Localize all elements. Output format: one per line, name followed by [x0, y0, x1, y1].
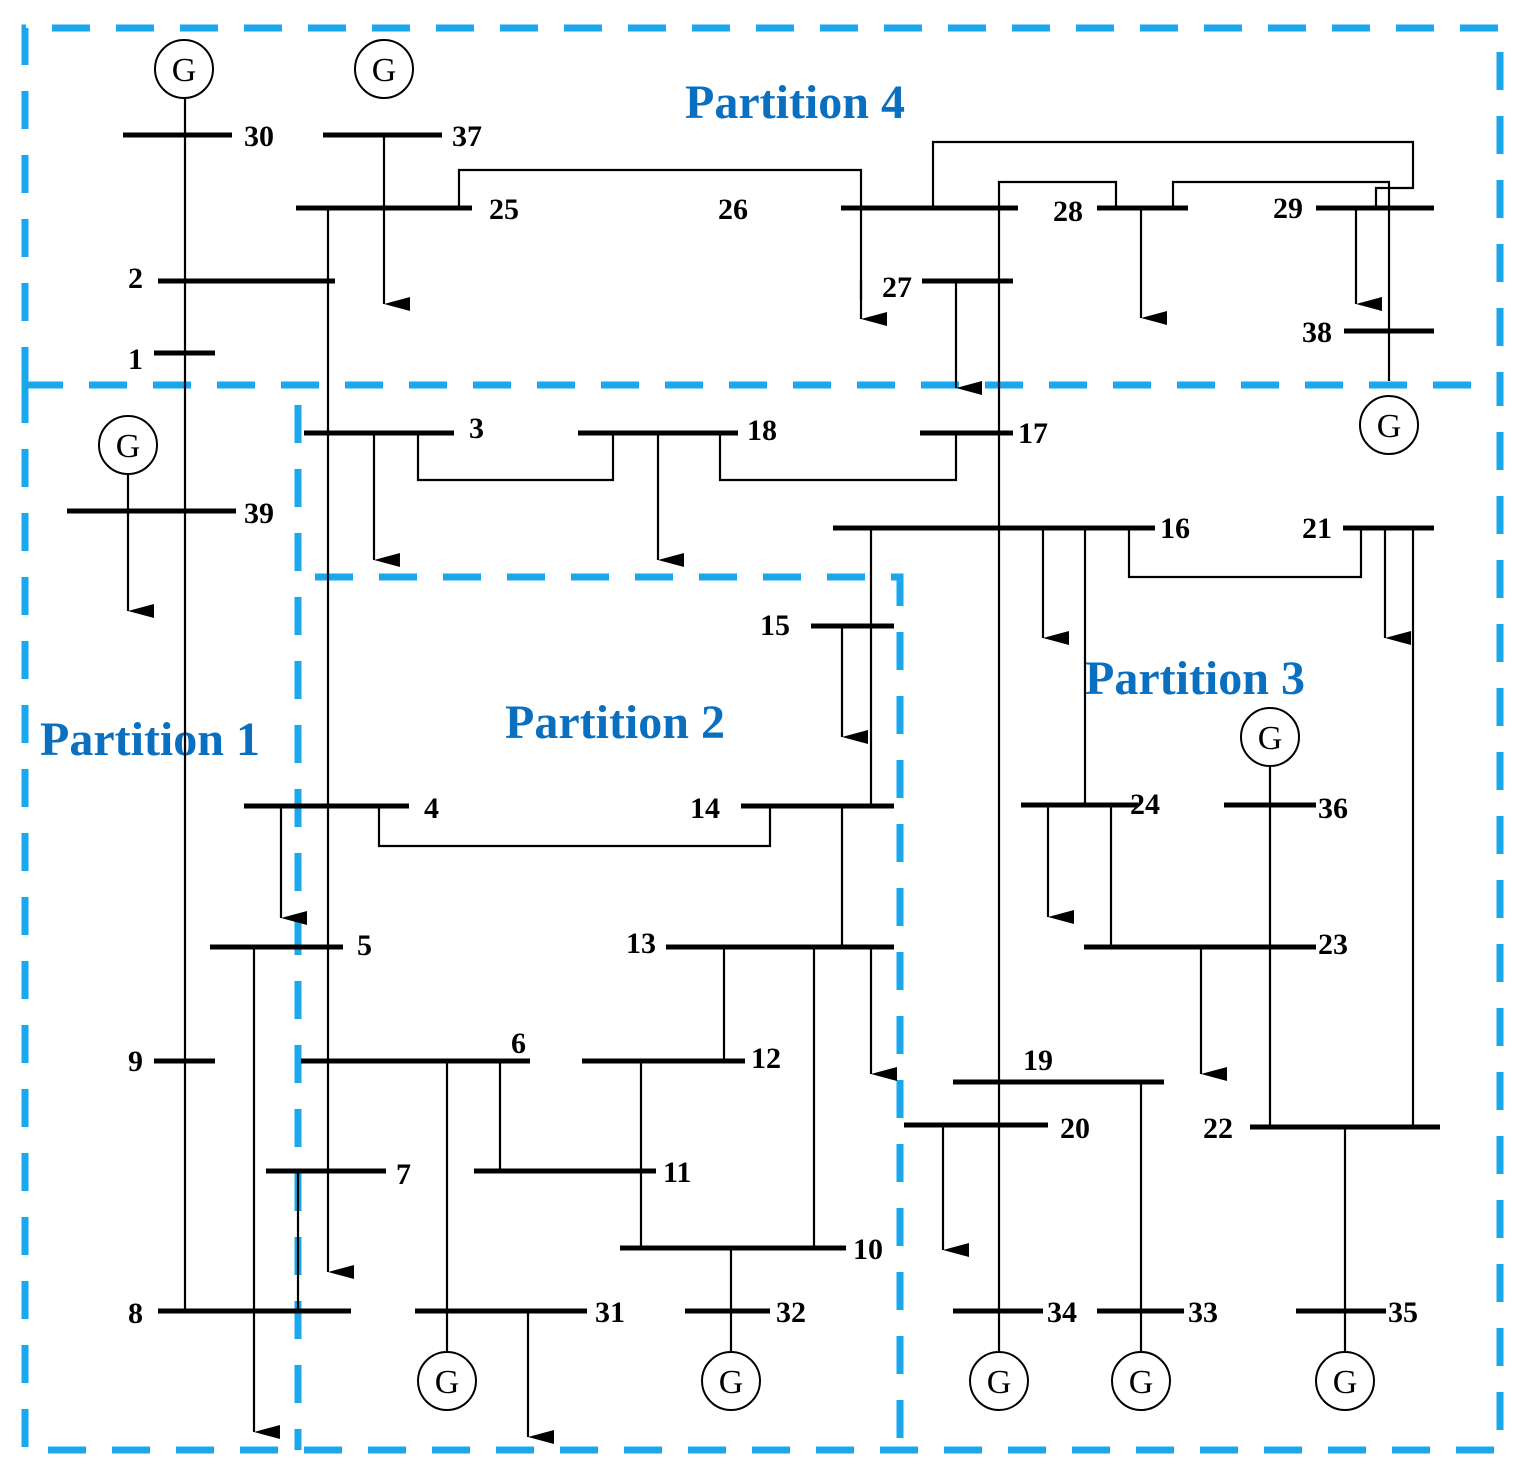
line-3-18	[416, 433, 615, 482]
line-25-26	[457, 168, 863, 300]
generator-icon: G	[1315, 1351, 1375, 1411]
bus-label-12: 12	[751, 1042, 781, 1075]
bus-label-19: 19	[1023, 1044, 1053, 1077]
bus-labels: 1 2 3 4 5 6 7 8 9 10 11 12 13 14 15 16 1…	[128, 120, 1418, 1330]
svg-text:G: G	[719, 1364, 744, 1401]
bus-label-2: 2	[128, 262, 143, 295]
bus-label-24: 24	[1130, 788, 1160, 821]
bus-label-23: 23	[1318, 928, 1348, 961]
svg-text:G: G	[1333, 1364, 1358, 1401]
bus-label-29: 29	[1273, 192, 1303, 225]
bus-label-28: 28	[1053, 195, 1083, 228]
line-18-17	[718, 433, 958, 482]
partition-labels: Partition 1 Partition 2 Partition 3 Part…	[40, 76, 1305, 766]
bus-label-38: 38	[1302, 316, 1332, 349]
bus-label-25: 25	[489, 193, 519, 226]
bus-label-30: 30	[244, 120, 274, 153]
bus-label-6: 6	[511, 1027, 526, 1060]
bus-label-8: 8	[128, 1297, 143, 1330]
bus-label-27: 27	[882, 271, 912, 304]
line-26-29	[931, 140, 1415, 208]
transmission-lines	[183, 95, 1415, 1360]
bus-label-36: 36	[1318, 792, 1348, 825]
line-26-28	[997, 180, 1118, 208]
bus-label-5: 5	[357, 929, 372, 962]
generator-icon: G	[1240, 707, 1300, 767]
svg-text:G: G	[435, 1364, 460, 1401]
bus-label-13: 13	[626, 927, 656, 960]
load-arrows	[126, 135, 1411, 1444]
bus-label-15: 15	[760, 609, 790, 642]
bus-label-16: 16	[1160, 512, 1190, 545]
bus-label-21: 21	[1302, 512, 1332, 545]
svg-text:G: G	[372, 52, 397, 89]
bus-label-14: 14	[690, 792, 720, 825]
generator-icon: G	[98, 415, 158, 475]
bus-label-1: 1	[128, 343, 143, 376]
generator-icon: G	[154, 39, 214, 99]
svg-text:G: G	[1129, 1364, 1154, 1401]
svg-text:G: G	[987, 1364, 1012, 1401]
bus-label-7: 7	[396, 1158, 411, 1191]
partition-label-1: Partition 1	[40, 713, 260, 766]
partition-label-2: Partition 2	[505, 696, 725, 749]
line-28-29	[1171, 180, 1391, 381]
generator-icon: G	[1111, 1351, 1171, 1411]
svg-text:G: G	[116, 428, 141, 465]
partition-label-3: Partition 3	[1085, 652, 1305, 705]
bus-label-10: 10	[853, 1233, 883, 1266]
bus-label-18: 18	[747, 414, 777, 447]
bus-label-33: 33	[1188, 1296, 1218, 1329]
bus-label-26: 26	[718, 193, 748, 226]
line-16-21	[1127, 528, 1363, 579]
bus-label-35: 35	[1388, 1296, 1418, 1329]
partition-label-4: Partition 4	[685, 76, 905, 129]
bus-label-22: 22	[1203, 1112, 1233, 1145]
partition-4-border	[21, 24, 1504, 385]
partition-2-border	[315, 573, 904, 1450]
bus-label-32: 32	[776, 1296, 806, 1329]
bus-label-37: 37	[452, 120, 482, 153]
bus-label-17: 17	[1018, 417, 1048, 450]
bus-label-20: 20	[1060, 1112, 1090, 1145]
generator-icon: G	[1359, 395, 1419, 455]
partition-outer-border	[21, 385, 1504, 1454]
bus-label-39: 39	[244, 497, 274, 530]
generator-icon: G	[701, 1351, 761, 1411]
line-4-14	[377, 806, 772, 848]
svg-text:G: G	[1258, 720, 1283, 757]
svg-text:G: G	[1377, 408, 1402, 445]
bus-label-3: 3	[469, 412, 484, 445]
generator-icon: G	[354, 39, 414, 99]
bus-label-9: 9	[128, 1045, 143, 1078]
svg-text:G: G	[172, 52, 197, 89]
generator-icon: G	[417, 1351, 477, 1411]
generators: G G G G G G G G G G	[98, 39, 1419, 1411]
bus-label-34: 34	[1047, 1296, 1077, 1329]
bus-bars	[67, 132, 1440, 1314]
partition-borders	[21, 24, 1504, 1454]
bus-label-31: 31	[595, 1296, 625, 1329]
generator-icon: G	[969, 1351, 1029, 1411]
bus-label-4: 4	[424, 792, 439, 825]
bus-label-11: 11	[663, 1156, 691, 1189]
